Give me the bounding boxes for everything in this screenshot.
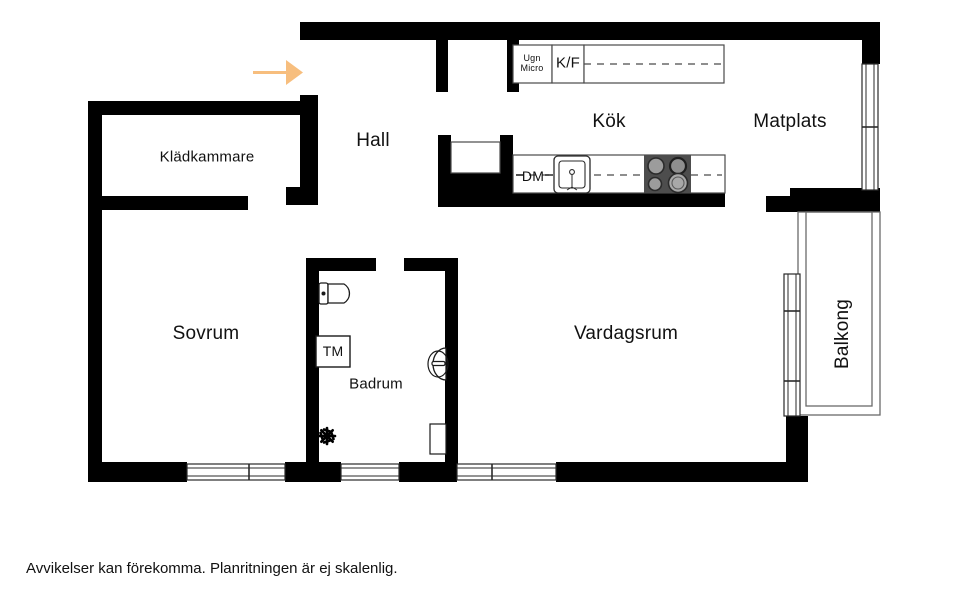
bathroom-cabinet xyxy=(429,423,447,455)
entrance-arrow-right-icon xyxy=(253,60,303,85)
wall-kitchen-counter-base xyxy=(513,192,725,207)
wall-top-outer xyxy=(300,22,880,40)
wall-east-vardagsrum xyxy=(786,416,808,476)
cabinet-ugn-micro xyxy=(512,44,553,84)
wall-kitchen-nook-bottom xyxy=(438,172,513,207)
floor-drain-icon xyxy=(317,426,337,446)
room-label-matplats: Matplats xyxy=(753,111,827,132)
wall-hall-left xyxy=(300,95,318,205)
footer-disclaimer: Avvikelser kan förekomma. Planritningen … xyxy=(26,560,398,577)
window-sovrum-south xyxy=(186,463,286,481)
wall-balkong-top-b xyxy=(790,188,880,212)
wall-badrum-right xyxy=(445,258,458,475)
wall-south-seg-2 xyxy=(285,462,341,482)
room-label-hall: Hall xyxy=(356,130,390,151)
walls xyxy=(88,22,880,482)
fixture-label-ugn: Ugn xyxy=(523,53,541,63)
wall-kitchen-nook-right xyxy=(500,135,513,172)
window-balkong-west xyxy=(783,273,801,417)
wall-badrum-top-left xyxy=(306,258,376,271)
washing-machine-icon xyxy=(315,335,351,368)
room-label-kladkammare: Klädkammare xyxy=(159,148,255,166)
wall-hall-left-stub xyxy=(286,187,318,205)
room-label-kok: Kök xyxy=(592,111,626,132)
wall-kladkammare-top xyxy=(88,101,306,115)
toilet-icon xyxy=(318,282,351,305)
wall-stub-kitchen-a xyxy=(436,40,448,92)
wall-south-seg-3 xyxy=(399,462,457,482)
window-vardagsrum-south xyxy=(456,463,557,481)
wall-badrum-top-right xyxy=(404,258,458,271)
wall-south-seg-1 xyxy=(88,462,187,482)
floor-plan-drawing xyxy=(88,22,881,482)
counter-run xyxy=(512,154,726,194)
hall-nook-outline xyxy=(450,141,501,174)
window-matplats-east xyxy=(861,63,879,191)
fixture-label-ugn-micro: Ugn Micro xyxy=(521,53,544,73)
bathroom-sink-icon xyxy=(427,347,449,381)
kitchen-lower-counter xyxy=(512,154,726,194)
windows xyxy=(186,63,879,481)
kitchen-sink-icon xyxy=(553,155,591,194)
room-label-balkong: Balkong xyxy=(832,298,853,370)
bathroom-fixtures xyxy=(315,282,449,455)
room-label-badrum: Badrum xyxy=(349,375,403,393)
room-label-vardagsrum: Vardagsrum xyxy=(573,323,679,344)
wall-kladkammare-bottom xyxy=(88,196,248,210)
fixture-label-diskmaskin: DM xyxy=(521,168,545,184)
balcony-railing-inner xyxy=(805,211,873,407)
fixture-label-tvattmaskin: TM xyxy=(322,343,344,359)
fixture-label-kyl-frys: K/F xyxy=(556,54,580,72)
wall-badrum-left xyxy=(306,258,319,475)
window-badrum-south xyxy=(340,463,400,481)
wall-east-upper xyxy=(862,22,880,64)
wall-south-seg-4 xyxy=(556,462,808,482)
wall-hall-left-upper xyxy=(300,22,318,40)
cooktop-four-burner-icon xyxy=(644,155,691,194)
room-label-sovrum: Sovrum xyxy=(172,323,240,344)
fixture-label-micro: Micro xyxy=(520,63,544,73)
wall-west-outer xyxy=(88,101,102,475)
